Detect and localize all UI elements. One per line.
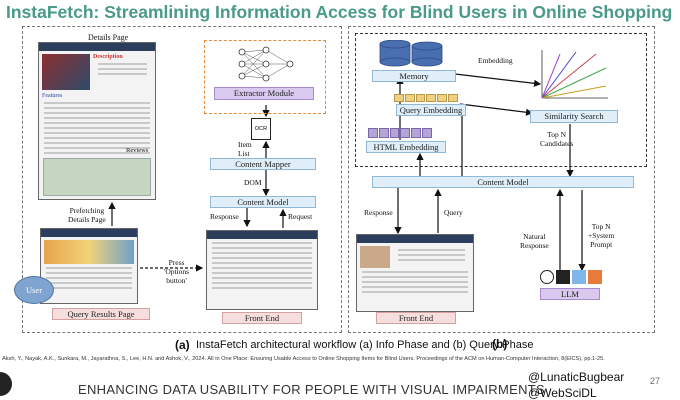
prefetching-label: Prefetching Details Page [68,206,106,224]
panel-b-letter: (b) [492,337,508,351]
slide-title: InstaFetch: Streamlining Information Acc… [6,2,673,22]
database-icon [379,40,443,67]
details-page-screenshot: Description Features [38,42,156,200]
top-n-candidates-label: Top N Candidates [540,130,574,148]
citation: Aksh, Y., Nayak, A.K., Sunkara, M., Jaya… [2,356,605,362]
query-embedding-vector [394,94,458,102]
llm-icons-row [536,270,606,286]
query-results-page-box: Query Results Page [52,308,150,320]
features-label: Features [42,93,63,99]
content-model-box-a: Content Model [210,196,316,208]
html-embedding-box: HTML Embedding [366,141,446,153]
arrow-query-sim [459,103,534,116]
ocr-document-icon: OCR [251,118,271,140]
front-end-box-b: Front End [376,312,456,324]
query-label-b: Query [444,208,463,217]
front-end-screenshot-a [206,230,318,310]
query-embedding-box: Query Embedding [396,104,466,116]
twitter-handle-2[interactable]: @WebSciDL [528,386,597,400]
panel-a-frame [22,26,342,333]
page-number: 27 [650,376,661,386]
extractor-dashed-frame [204,40,326,114]
front-end-screenshot-b [356,234,474,312]
top-n-prompt-label: Top N +System Prompt [588,222,615,249]
user-avatar: User [14,276,54,304]
arrow-memory-embedding [454,73,542,87]
mistral-icon [588,270,602,284]
panel-b-inner-frame [355,33,647,167]
panel-b-frame [348,26,655,333]
response-label-a: Response [210,212,239,221]
extractor-module-box: Extractor Module [214,87,314,100]
similarity-search-box: Similarity Search [530,110,618,123]
content-mapper-box: Content Mapper [210,158,316,170]
front-end-box-a: Front End [222,312,302,324]
llm-box: LLM [540,288,600,300]
dom-label: DOM [244,178,262,187]
natural-response-label: Natural Response [520,232,549,250]
embedding-label: Embedding [478,56,513,65]
press-options-label: Press 'Options button' [164,258,190,285]
footer-text: ENHANCING DATA USABILITY FOR PEOPLE WITH… [78,382,545,397]
llama-icon [556,270,570,284]
item-list-label: Item List [238,140,252,158]
product-image [42,54,90,90]
panel-a-letter: (a) [175,338,190,352]
twitter-handle-1[interactable]: @LunaticBugbear [528,370,625,384]
openai-icon [540,270,554,284]
figure-caption: InstaFetch architectural workflow (a) In… [196,339,534,351]
html-embedding-vector [368,128,432,138]
footer-logo [0,372,12,396]
request-label-a: Request [288,212,313,221]
content-model-box-b: Content Model [372,176,634,188]
response-label-b: Response [364,208,393,217]
reviews-label: Reviews [126,147,149,154]
memory-box: Memory [372,70,456,82]
details-page-label: Details Page [88,33,129,42]
embedding-space-icon [541,50,608,99]
neural-network-icon [238,46,294,82]
sparkle-icon [572,270,586,284]
query-results-screenshot [40,228,138,304]
description-label: Description [93,54,123,60]
